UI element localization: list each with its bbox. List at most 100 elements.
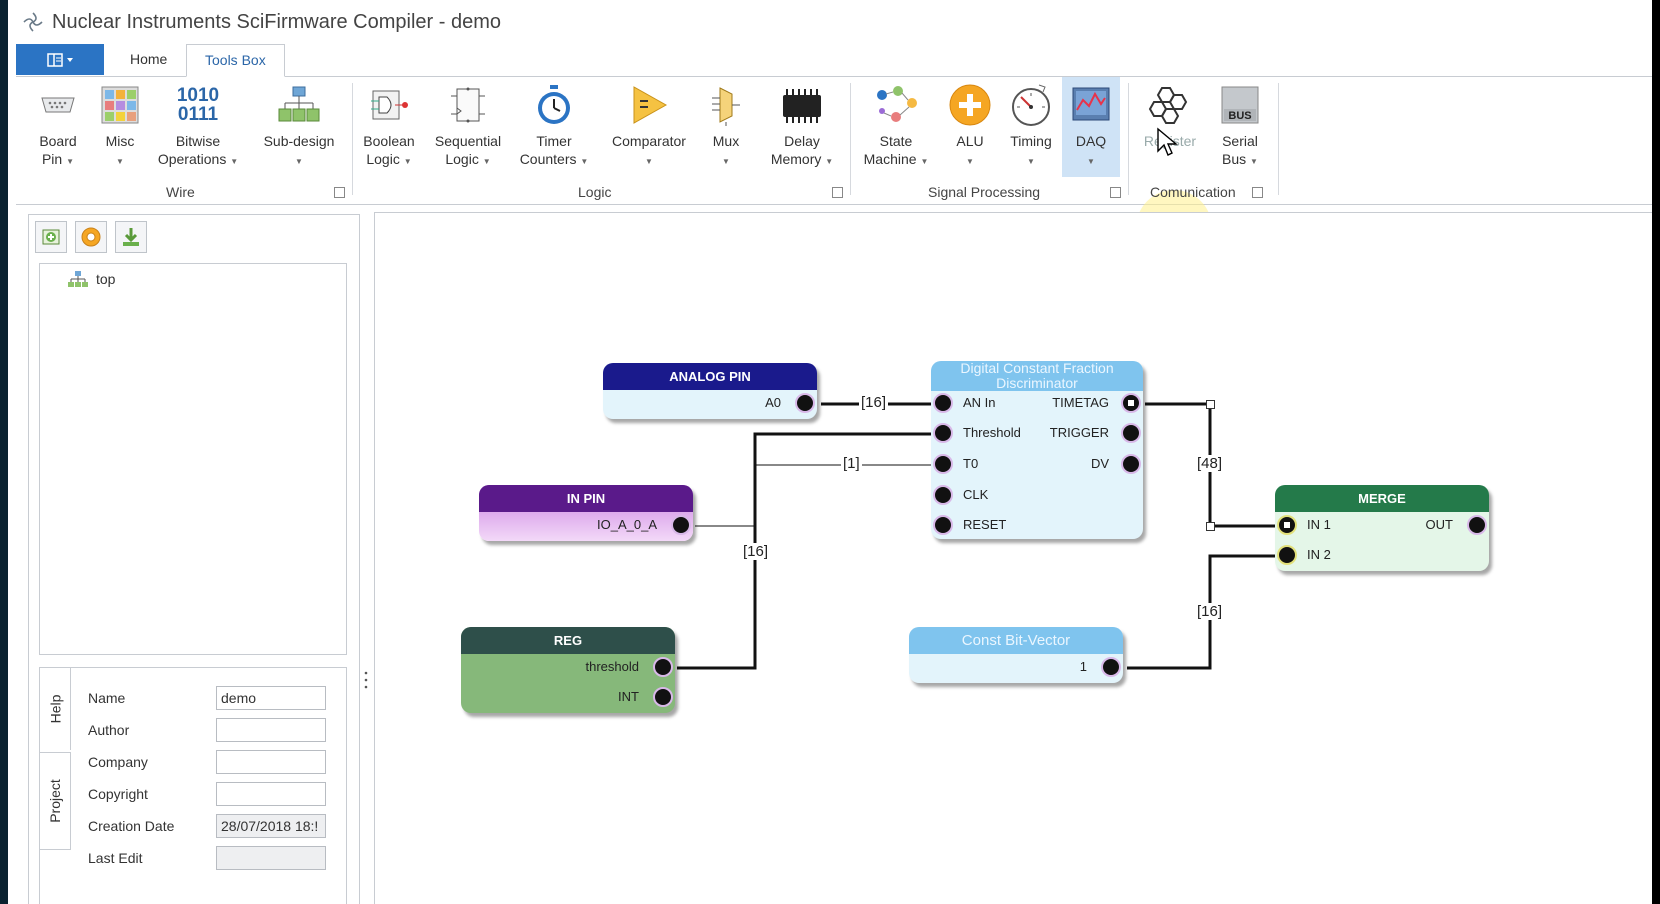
ribbon-tab-bar: Home Tools Box — [16, 44, 1652, 77]
port-trigger[interactable] — [1121, 423, 1141, 443]
window-title: Nuclear Instruments SciFirmware Compiler… — [52, 10, 502, 33]
block-title: Const Bit-Vector — [909, 627, 1123, 654]
port-in2[interactable] — [1277, 545, 1297, 565]
tool-comparator[interactable]: Comparator▼ — [606, 77, 692, 177]
settings-button[interactable] — [75, 221, 107, 253]
block-title: REG — [461, 627, 675, 654]
bus-label: [16] — [1195, 603, 1225, 620]
group-label-logic: Logic — [578, 184, 612, 200]
port-label: A0 — [765, 395, 781, 410]
group-launcher-communication[interactable] — [1252, 187, 1263, 198]
bus-icon: BUS — [1218, 83, 1262, 127]
port-label: INT — [618, 689, 639, 704]
tool-mux[interactable]: Mux▼ — [698, 77, 754, 177]
tool-alu[interactable]: ALU▼ — [942, 77, 998, 177]
tab-home[interactable]: Home — [130, 51, 168, 67]
block-analog-pin[interactable]: ANALOG PIN A0 — [603, 363, 817, 419]
port-int[interactable] — [653, 687, 673, 707]
tool-daq[interactable]: DAQ▼ — [1062, 77, 1120, 177]
add-item-button[interactable] — [35, 221, 67, 253]
flipflop-icon — [446, 83, 490, 127]
chip-icon — [780, 83, 824, 127]
last-edit-value — [216, 846, 326, 870]
port-label: TIMETAG — [1052, 395, 1109, 410]
hexagon-cells-icon — [1148, 83, 1192, 127]
state-machine-icon — [874, 83, 918, 127]
block-in-pin[interactable]: IN PIN IO_A_0_A — [479, 485, 693, 541]
download-button[interactable] — [115, 221, 147, 253]
port-reset[interactable] — [933, 515, 953, 535]
company-field[interactable] — [216, 750, 326, 774]
name-field[interactable] — [216, 686, 326, 710]
wire-junction[interactable] — [1206, 400, 1215, 409]
group-launcher-logic[interactable] — [832, 187, 843, 198]
block-reg[interactable]: REG threshold INT — [461, 627, 675, 713]
logic-gate-icon — [367, 83, 411, 127]
port-dv[interactable] — [1121, 454, 1141, 474]
bus-label: [1] — [841, 455, 862, 472]
misc-grid-icon — [98, 83, 142, 127]
port-label: OUT — [1425, 517, 1453, 532]
port-an-in[interactable] — [933, 393, 953, 413]
design-canvas[interactable]: [16] [1] [16] [48] [16] ANALOG PIN A0 IN… — [374, 212, 1652, 904]
gauge-icon — [1009, 83, 1053, 127]
port-in1[interactable] — [1277, 515, 1297, 535]
prop-row-company: Company — [88, 748, 326, 776]
group-launcher-wire[interactable] — [334, 187, 345, 198]
block-merge[interactable]: MERGE IN 1 IN 2 OUT — [1275, 485, 1489, 571]
side-tab-help[interactable]: Help — [40, 668, 71, 750]
port-merge-out[interactable] — [1467, 515, 1487, 535]
port-clk[interactable] — [933, 485, 953, 505]
tab-tools-box[interactable]: Tools Box — [186, 44, 285, 77]
block-const-bit-vector[interactable]: Const Bit-Vector 1 — [909, 627, 1123, 683]
app-logo-icon — [23, 12, 43, 32]
port-t0[interactable] — [933, 454, 953, 474]
creation-date-value: 28/07/2018 18:! — [216, 814, 326, 838]
tool-misc[interactable]: Misc▼ — [92, 77, 148, 177]
port-label: IO_A_0_A — [597, 517, 657, 532]
port-a0[interactable] — [795, 393, 815, 413]
group-launcher-signal-processing[interactable] — [1110, 187, 1121, 198]
port-timetag[interactable] — [1121, 393, 1141, 413]
tool-sub-design[interactable]: Sub-design▼ — [256, 77, 342, 177]
side-tab-project[interactable]: Project — [40, 752, 71, 850]
group-separator — [1278, 83, 1279, 195]
tool-timing[interactable]: Timing▼ — [1002, 77, 1060, 177]
prop-row-copyright: Copyright — [88, 780, 326, 808]
wire-inpin-t0 — [695, 464, 945, 527]
port-label: IN 2 — [1307, 547, 1331, 562]
stopwatch-icon — [532, 83, 576, 127]
group-separator — [352, 83, 353, 195]
panel-splitter-handle[interactable] — [364, 670, 368, 690]
properties-panel: Help Project Name Author Company Copyrig… — [39, 667, 347, 904]
port-io-a-0-a[interactable] — [671, 515, 691, 535]
port-const-out[interactable] — [1101, 657, 1121, 677]
title-bar: Nuclear Instruments SciFirmware Compiler… — [8, 0, 1652, 44]
prop-row-last-edit: Last Edit — [88, 844, 326, 872]
group-label-wire: Wire — [166, 184, 195, 200]
mux-icon — [704, 83, 748, 127]
group-separator — [1128, 83, 1129, 195]
hierarchy-icon — [277, 83, 321, 127]
port-threshold-in[interactable] — [933, 423, 953, 443]
port-threshold[interactable] — [653, 657, 673, 677]
project-panel: top Help Project Name Author Company Cop… — [28, 214, 360, 904]
wire-junction[interactable] — [1206, 522, 1215, 531]
application-menu-button[interactable] — [16, 44, 104, 75]
port-label: RESET — [963, 517, 1007, 532]
copyright-field[interactable] — [216, 782, 326, 806]
author-field[interactable] — [216, 718, 326, 742]
tree-node-top[interactable]: top — [68, 270, 115, 288]
hierarchy-icon — [68, 271, 88, 287]
